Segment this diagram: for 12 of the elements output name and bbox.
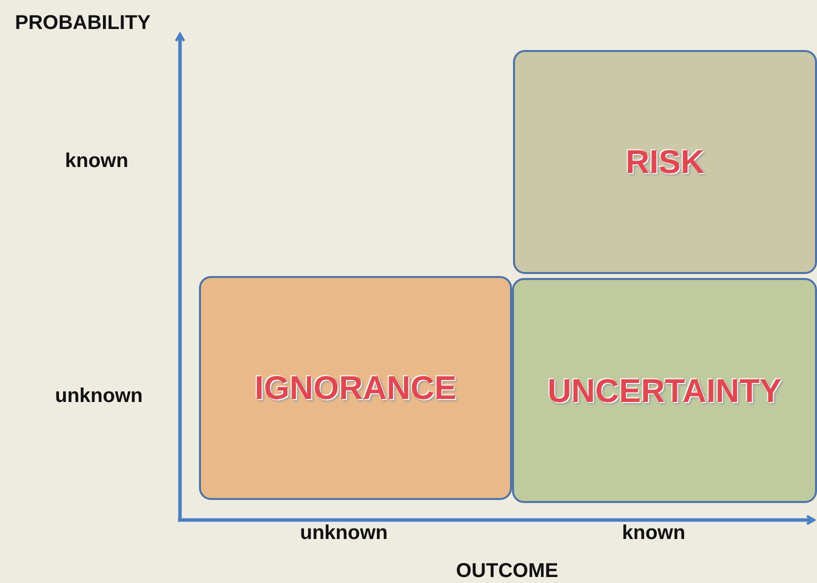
axis-title: PROBABILITY [15,12,151,35]
quadrant-box [513,50,817,274]
quadrant-label: IGNORANCE [254,369,456,407]
axis-tick-label: unknown [300,522,388,545]
axis-tick-label: known [622,522,686,545]
quadrant-box [199,276,512,500]
quadrant-label: UNCERTAINTY [547,372,782,410]
axis-title: OUTCOME [456,560,558,583]
axis-tick-label: known [65,150,128,173]
quadrant-box [512,278,817,503]
axis-tick-label: unknown [55,385,143,408]
quadrant-label: RISK [626,143,704,181]
